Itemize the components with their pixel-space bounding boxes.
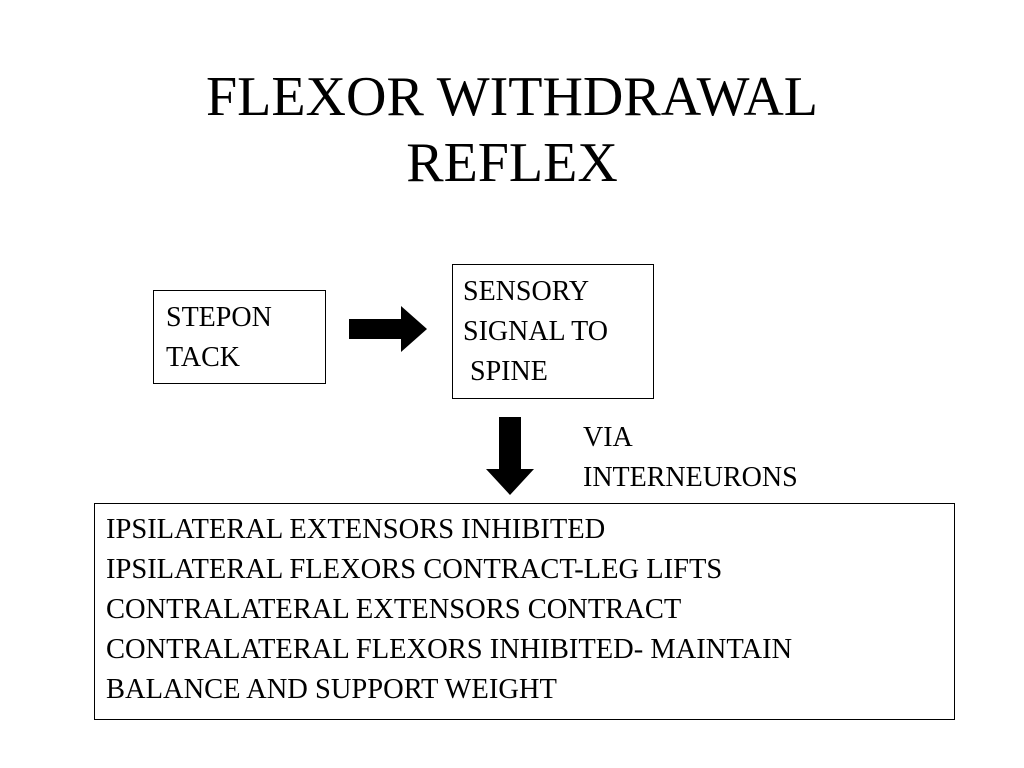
sensory-line-2: SIGNAL TO bbox=[463, 316, 608, 347]
effects-line-1: IPSILATERAL EXTENSORS INHIBITED bbox=[106, 514, 606, 545]
down-arrow-icon bbox=[486, 417, 534, 495]
effects-line-3: CONTRALATERAL EXTENSORS CONTRACT bbox=[106, 594, 682, 625]
sensory-line-3: SPINE bbox=[463, 356, 548, 387]
stimulus-line-1: STEPON bbox=[166, 302, 272, 333]
via-label-line-1: VIA bbox=[583, 422, 633, 453]
effects-line-2: IPSILATERAL FLEXORS CONTRACT-LEG LIFTS bbox=[106, 554, 723, 585]
via-label-line-2: INTERNEURONS bbox=[583, 462, 798, 493]
down-arrow bbox=[486, 417, 534, 495]
stimulus-box: STEPON TACK bbox=[153, 290, 326, 384]
right-arrow bbox=[349, 306, 429, 352]
slide-title-line-1: FLEXOR WITHDRAWAL bbox=[206, 66, 818, 128]
via-interneurons-label: VIA INTERNEURONS bbox=[583, 418, 798, 498]
reflex-effects-box: IPSILATERAL EXTENSORS INHIBITED IPSILATE… bbox=[94, 503, 955, 720]
effects-line-5: BALANCE AND SUPPORT WEIGHT bbox=[106, 674, 557, 705]
slide-title-line-2: REFLEX bbox=[406, 132, 618, 194]
sensory-line-1: SENSORY bbox=[463, 276, 590, 307]
right-arrow-icon bbox=[349, 306, 427, 352]
sensory-signal-box: SENSORY SIGNAL TO SPINE bbox=[452, 264, 654, 399]
stimulus-line-2: TACK bbox=[166, 342, 240, 373]
effects-line-4: CONTRALATERAL FLEXORS INHIBITED- MAINTAI… bbox=[106, 634, 793, 665]
slide-title: FLEXOR WITHDRAWAL REFLEX bbox=[0, 64, 1024, 196]
